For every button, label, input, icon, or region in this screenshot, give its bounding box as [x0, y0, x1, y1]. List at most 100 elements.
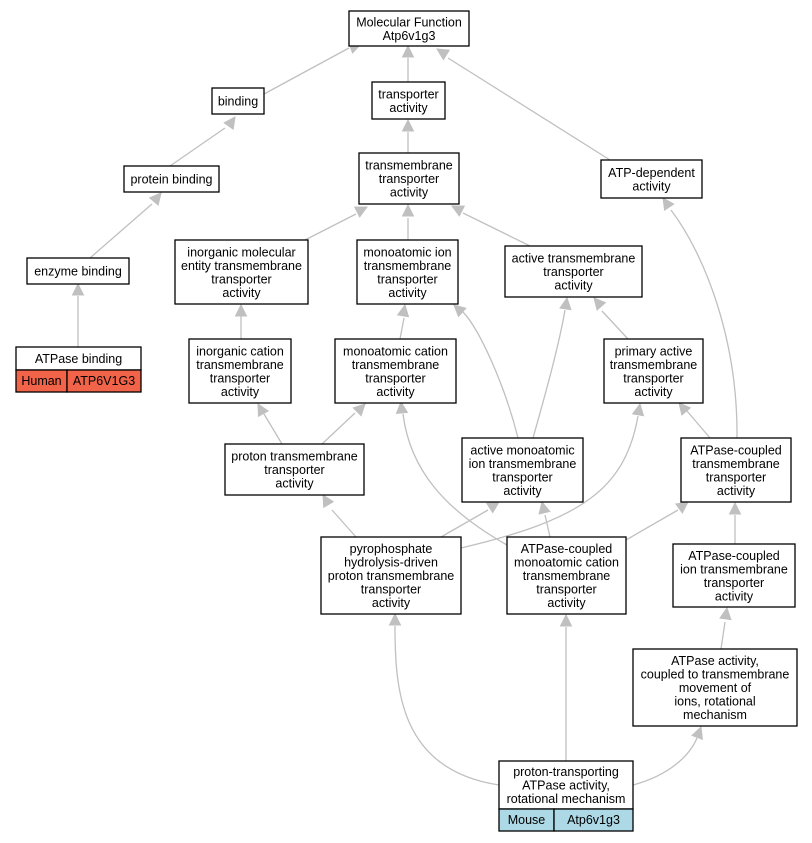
- node-atpase-coupled-tm[interactable]: ATPase-coupledtransmembranetransporterac…: [680, 437, 792, 503]
- edge-atp_dependent-2: [436, 48, 611, 161]
- node-label-line: inorganic molecular: [187, 245, 295, 259]
- node-primary-active[interactable]: primary activetransmembranetransporterac…: [603, 338, 704, 404]
- arrowhead: [71, 282, 85, 296]
- node-label-line: transmembrane: [692, 457, 780, 471]
- node-label-line: activity: [372, 596, 411, 610]
- edge-atpase_coupled_monocation-24: [625, 501, 689, 541]
- arrowhead: [401, 44, 415, 58]
- node-label-line: activity: [503, 484, 542, 498]
- arrowhead: [322, 494, 335, 509]
- edge-line: [321, 412, 356, 445]
- arrowhead: [593, 297, 607, 311]
- edge-inorganic_cation-10: [234, 303, 248, 339]
- arrowhead: [257, 403, 270, 418]
- edge-line: [462, 212, 531, 247]
- node-label-line: transmembrane: [365, 159, 453, 173]
- node-box: [224, 443, 365, 496]
- node-binding[interactable]: binding: [211, 87, 265, 115]
- gene-cell: [553, 808, 634, 832]
- node-label-line: proton-transporting: [513, 765, 619, 779]
- arrowhead: [388, 612, 402, 626]
- node-label-line: transporter: [365, 371, 425, 385]
- node-box: [506, 536, 627, 615]
- node-label-line: transporter: [536, 583, 596, 597]
- node-protein-binding[interactable]: protein binding: [123, 165, 220, 193]
- edge-line: [460, 415, 639, 549]
- arrowhead: [662, 197, 675, 212]
- node-label-line: activity: [390, 186, 429, 200]
- node-box: [498, 760, 634, 810]
- edge-proton_transporting-27: [388, 612, 500, 786]
- node-label-line: rotational mechanism: [507, 792, 626, 806]
- node-label-line: transporter: [361, 583, 421, 597]
- node-label-line: entity transmembrane: [181, 259, 302, 273]
- edge-binding-0: [263, 42, 363, 95]
- node-label-line: ATPase activity,: [522, 779, 610, 793]
- arrowhead: [674, 501, 689, 514]
- node-box: [188, 338, 292, 404]
- node-label-line: activity: [388, 286, 427, 300]
- node-label-line: activity: [275, 477, 314, 491]
- edge-atpase_coupled_monocation-22: [395, 400, 508, 546]
- arrowhead: [223, 116, 236, 131]
- node-box: [680, 437, 792, 503]
- node-enzyme-binding[interactable]: enzyme binding: [26, 257, 130, 285]
- arrowhead: [395, 400, 409, 415]
- node-box: [26, 257, 130, 285]
- edge-active_monoatomic-16: [532, 296, 572, 439]
- node-label-line: ATPase-coupled: [521, 542, 613, 556]
- node-inorganic-cation[interactable]: inorganic cationtransmembranetransporter…: [188, 338, 292, 404]
- node-monoatomic-ion[interactable]: monoatomic iontransmembranetransporterac…: [356, 239, 459, 305]
- node-atpase-activity-rot[interactable]: ATPase activity,coupled to transmembrane…: [632, 648, 798, 727]
- node-label-line: movement of: [679, 681, 752, 695]
- node-label-line: transporter: [543, 265, 603, 279]
- arrowhead: [485, 501, 500, 514]
- node-label-line: activity: [717, 484, 756, 498]
- arrowhead: [559, 296, 572, 311]
- edge-line: [544, 514, 551, 538]
- node-label-line: activity: [715, 589, 754, 603]
- node-label-line: transporter: [492, 470, 552, 484]
- edge-pyrophosphate-20: [440, 501, 500, 538]
- node-label-line: transmembrane: [523, 569, 611, 583]
- edge-proton_tm-13: [257, 403, 283, 445]
- node-box: [174, 239, 309, 305]
- node-label-line: transmembrane: [364, 259, 452, 273]
- species-label: Mouse: [508, 813, 546, 827]
- edge-atpase_coupled_tm-18: [662, 197, 738, 439]
- edge-tm_transporter-4: [401, 118, 415, 153]
- node-label-line: transporter: [379, 172, 439, 186]
- node-label-line: active monoatomic: [470, 443, 574, 457]
- node-label-line: monoatomic cation: [514, 556, 619, 570]
- node-label-line: activity: [389, 101, 428, 115]
- node-label-line: transmembrane: [196, 358, 284, 372]
- node-label-line: transporter: [210, 371, 270, 385]
- node-label-line: pyrophosphate: [350, 542, 433, 556]
- edge-line: [447, 57, 611, 161]
- node-label-line: transmembrane: [352, 358, 440, 372]
- node-label-line: primary active: [615, 344, 693, 358]
- node-label-line: monoatomic cation: [343, 344, 448, 358]
- node-label-line: inorganic cation: [196, 344, 284, 358]
- edge-line: [394, 625, 500, 786]
- edge-line: [263, 413, 283, 445]
- node-box: [334, 338, 457, 404]
- arrowhead: [436, 48, 451, 61]
- arrowhead: [234, 303, 248, 317]
- node-monoatomic-cation[interactable]: monoatomic cationtransmembranetransporte…: [334, 338, 457, 404]
- node-box: [320, 536, 462, 615]
